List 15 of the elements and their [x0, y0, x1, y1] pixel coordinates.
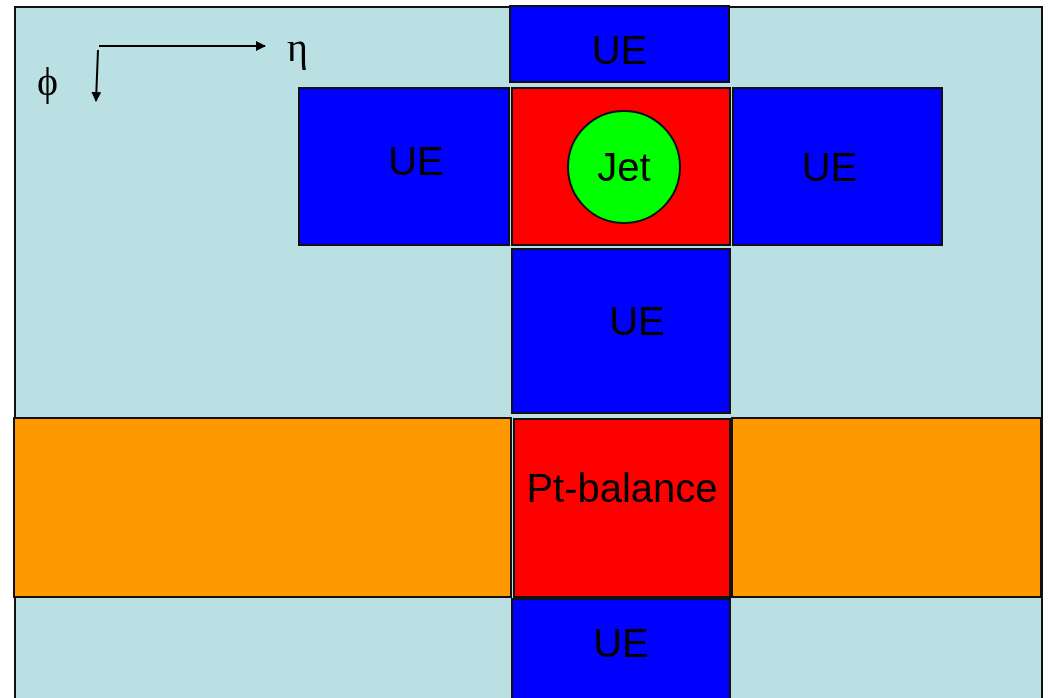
region-box [511, 598, 731, 698]
region-label: UE [591, 30, 648, 70]
region-box [298, 87, 510, 246]
region-label: UE [609, 301, 665, 341]
region-label: UE [388, 140, 444, 181]
region-box [511, 248, 731, 414]
region-label: UE [593, 623, 649, 663]
axis-label: η [287, 28, 308, 68]
region-box [509, 5, 730, 83]
region-box [513, 418, 731, 598]
region-label: UE [801, 146, 858, 187]
region-label: Pt-balance [526, 468, 718, 508]
region-label: Jet [597, 147, 651, 187]
region-box [732, 87, 943, 246]
axis-label: ϕ [37, 62, 59, 102]
